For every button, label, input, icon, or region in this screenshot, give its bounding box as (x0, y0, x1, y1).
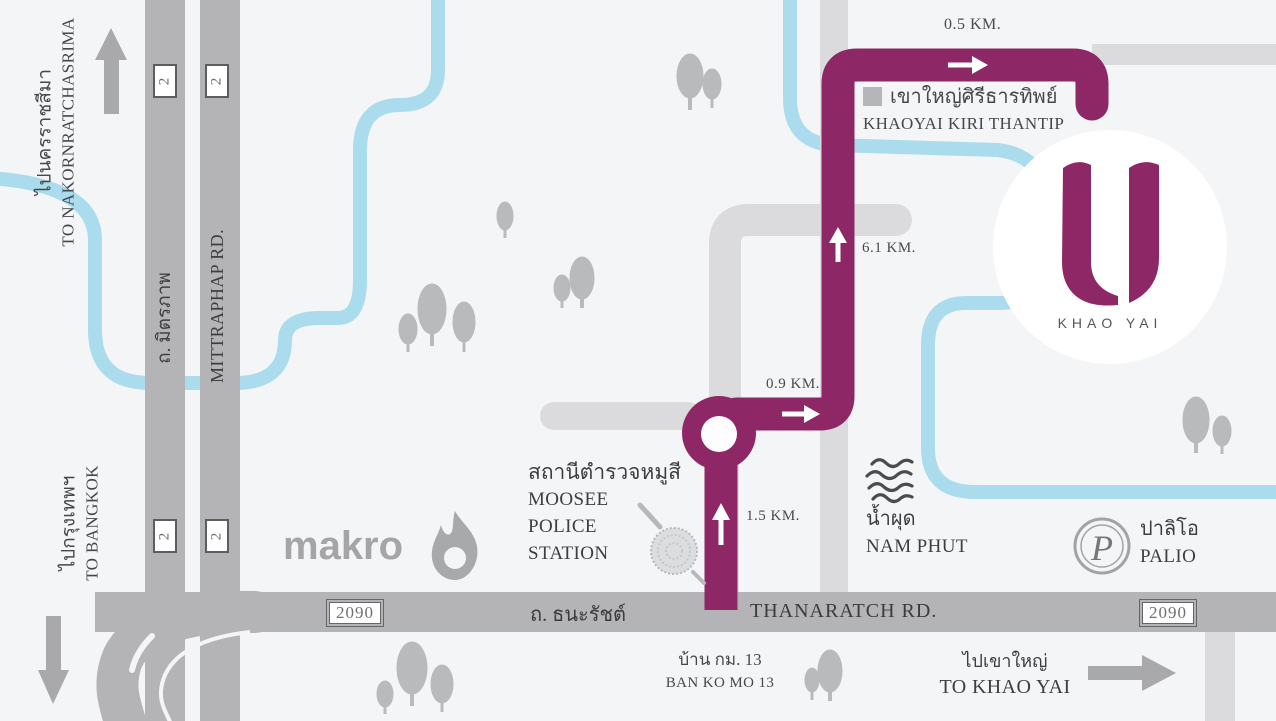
palio-seal-icon (1073, 517, 1131, 575)
road-thanaratch (95, 592, 1276, 632)
highway-shield-2090: 2090 (1139, 599, 1197, 627)
police-thai: สถานีตำรวจหมูสี (528, 460, 681, 484)
logo-circle (993, 130, 1227, 364)
highway-shield-2: 2 (205, 519, 229, 553)
ban-ko-mo-thai: บ้าน กม. 13 (678, 650, 762, 669)
kiri-thantip-eng: KHAOYAI KIRI THANTIP (863, 114, 1065, 133)
river-left (0, 0, 445, 390)
police-badge-icon (637, 502, 706, 585)
kiri-thantip-label: เขาใหญ่ศิรีธารทิพย์ KHAOYAI KIRI THANTIP (863, 80, 1064, 134)
dest-south-eng: TO BANGKOK (82, 465, 102, 581)
roundabout-island (701, 416, 737, 452)
waves-icon (865, 458, 914, 504)
route-arrow-up-south (712, 503, 730, 545)
distance-mid: 6.1 KM. (862, 240, 916, 256)
square-marker-icon (863, 86, 882, 106)
kiri-thantip-thai: เขาใหญ่ศิรีธารทิพย์ (890, 86, 1058, 108)
police-eng-2: POLICE (528, 515, 597, 537)
palio-label: ปาลิโอ PALIO (1140, 512, 1199, 568)
police-eng-3: STATION (528, 542, 609, 564)
nam-phut-thai: น้ำผุด (866, 508, 916, 530)
route-arrow-up-mid (829, 227, 847, 262)
road-top-right (1092, 44, 1276, 65)
palio-monogram: P (1091, 528, 1113, 568)
police-station-label: สถานีตำรวจหมูสี MOOSEE POLICE STATION (528, 458, 681, 567)
dest-khaoyai-eng: TO KHAO YAI (939, 676, 1071, 698)
makro-logo: makro (283, 524, 404, 568)
north-arrow-icon (95, 28, 127, 114)
highway-shield-2090: 2090 (326, 599, 384, 627)
palio-eng: PALIO (1140, 546, 1197, 567)
distance-south: 1.5 KM. (746, 508, 800, 524)
road-label-thanaratch-eng: THANARATCH RD. (750, 600, 938, 622)
nam-phut-eng: NAM PHUT (866, 536, 968, 557)
south-arrow-icon (38, 616, 69, 704)
palio-thai: ปาลิโอ (1140, 518, 1199, 540)
dest-north-eng: TO NAKORNRATCHASRIMA (58, 17, 78, 247)
dest-khaoyai-label: ไปเขาใหญ่ TO KHAO YAI (930, 646, 1080, 699)
dest-north-thai: ไปนครราชสีมา (34, 68, 56, 196)
distance-top: 0.5 KM. (944, 16, 1002, 33)
road-label-mittraphap-eng: MITTRAPHAP RD. (206, 229, 227, 383)
highway-shield-2: 2 (205, 64, 229, 98)
route-arrow-right-turn (782, 405, 820, 423)
road-label-mittraphap-thai: ถ. มิตรภาพ (154, 272, 176, 364)
ramp-median-long (159, 630, 251, 721)
nam-phut-label: น้ำผุด NAM PHUT (866, 502, 968, 558)
dest-south-thai: ไปกรุงเทพฯ (58, 475, 80, 571)
ban-ko-mo-eng: BAN KO MO 13 (665, 675, 775, 691)
dest-north-label: ไปนครราชสีมา TO NAKORNRATCHASRIMA (34, 17, 79, 246)
highway-shield-2: 2 (153, 519, 177, 553)
east-arrow-icon (1088, 655, 1176, 691)
logo-u (1062, 162, 1159, 306)
road-stub-west (540, 402, 702, 430)
route-arrow-right-top (948, 56, 988, 74)
ramp-median-short (129, 633, 155, 673)
distance-turn: 0.9 KM. (766, 376, 820, 392)
highway-shield-2: 2 (153, 64, 177, 98)
road-label-thanaratch-thai: ถ. ธนะรัชต์ (530, 604, 627, 626)
ban-ko-mo-label: บ้าน กม. 13 BAN KO MO 13 (655, 646, 785, 692)
road-loop (709, 204, 912, 452)
road-ramp (96, 590, 276, 721)
logo-wordmark: KHAO YAI (1057, 315, 1163, 331)
police-eng-1: MOOSEE (528, 489, 609, 511)
flame-icon (431, 511, 478, 580)
trees (376, 53, 1232, 714)
dest-south-label: ไปกรุงเทพฯ TO BANGKOK (58, 465, 103, 581)
dest-khaoyai-thai: ไปเขาใหญ่ (962, 651, 1048, 671)
